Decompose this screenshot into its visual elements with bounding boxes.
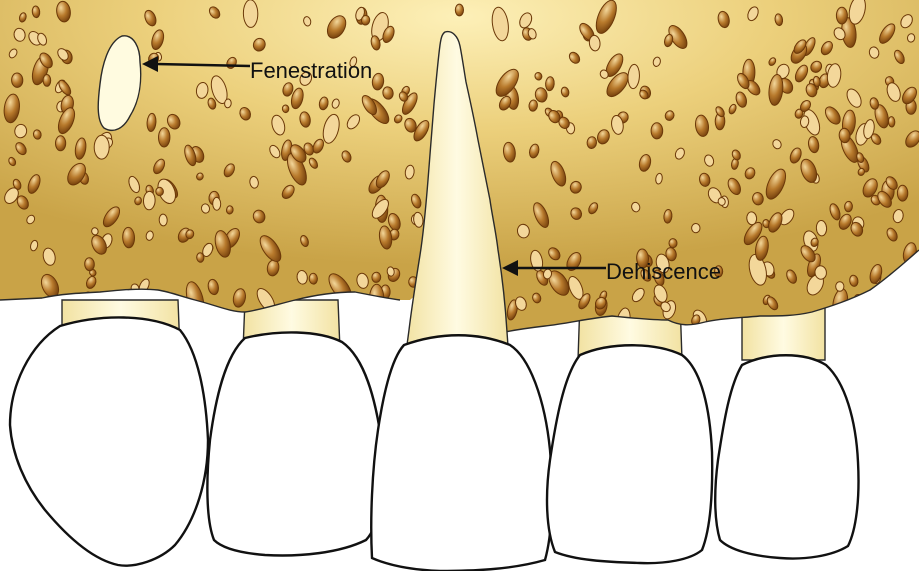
bone-pore bbox=[84, 257, 94, 271]
tooth-crown-4 bbox=[547, 345, 712, 563]
bone-pore bbox=[11, 298, 32, 325]
bone-pore bbox=[155, 187, 163, 196]
bone-pore bbox=[4, 313, 16, 325]
bone-pore bbox=[909, 277, 917, 286]
bone-pore bbox=[309, 273, 318, 284]
bone-pore bbox=[844, 201, 852, 212]
tooth-crown-2 bbox=[207, 332, 383, 555]
bone-pore bbox=[133, 290, 142, 301]
fenestration-label: Fenestration bbox=[250, 58, 372, 83]
tooth-crown-1 bbox=[10, 317, 208, 565]
tooth-crown-5 bbox=[715, 355, 858, 558]
bone-pore bbox=[94, 135, 109, 159]
bone-pore bbox=[122, 227, 135, 248]
bone-pore bbox=[372, 272, 381, 283]
bone-pore bbox=[691, 223, 700, 232]
bone-pore bbox=[816, 220, 827, 236]
bone-pore bbox=[884, 303, 909, 331]
bone-pore bbox=[55, 136, 65, 151]
bone-pore bbox=[143, 191, 155, 210]
bone-pore bbox=[669, 238, 678, 248]
bone-pore bbox=[836, 282, 844, 292]
bone-pore bbox=[196, 253, 204, 263]
bone-pore bbox=[15, 305, 34, 325]
bone-pore bbox=[159, 214, 168, 226]
tooth-crown-3 bbox=[371, 335, 552, 571]
bone-pore bbox=[897, 185, 908, 201]
tooth-crowns bbox=[10, 317, 859, 571]
bone-pore bbox=[43, 74, 51, 86]
bone-pore bbox=[369, 284, 384, 314]
bone-pore bbox=[226, 205, 234, 214]
bone-pore bbox=[158, 128, 170, 147]
bone-pore bbox=[455, 4, 463, 16]
bone-pore bbox=[11, 73, 23, 88]
bone-pore bbox=[213, 197, 221, 210]
bone-pore bbox=[888, 116, 895, 127]
bone-pore bbox=[243, 0, 258, 28]
bone-pore bbox=[282, 105, 289, 113]
dehiscence-label: Dehiscence bbox=[606, 259, 721, 284]
bone-pore bbox=[651, 123, 663, 139]
bone-pore bbox=[836, 7, 847, 24]
bone-pore bbox=[889, 294, 907, 322]
